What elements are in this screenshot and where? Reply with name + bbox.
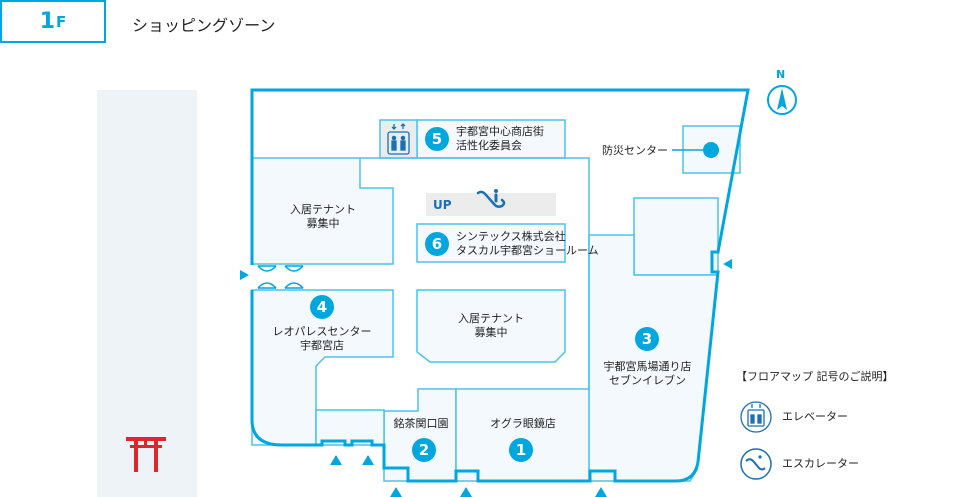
door-icons	[257, 265, 304, 289]
tenant-4[interactable]: レオパレスセンター宇都宮店	[272, 325, 372, 353]
room-vacant-center	[416, 289, 566, 363]
tenant-number-1: 1	[509, 438, 533, 462]
vacant-line1: 入居テナント	[458, 312, 524, 325]
tenant-number-6: 6	[425, 232, 449, 256]
escalator-icon	[476, 189, 506, 208]
legend-elevator-label: エレベーター	[782, 410, 848, 423]
vacant-line2: 募集中	[306, 217, 340, 230]
room-4	[251, 289, 394, 446]
tenant-number-2: 2	[412, 438, 436, 462]
entrance-arrow-icon	[330, 455, 342, 465]
tenant-6-line1: シンテックス株式会社	[456, 230, 566, 243]
entrance-arrow-icon	[723, 259, 732, 269]
entrance-arrow-icon	[460, 487, 472, 497]
room-right-upper	[633, 197, 719, 276]
tenant-5[interactable]: 宇都宮中心商店街活性化委員会	[456, 125, 544, 153]
street-strip	[97, 90, 197, 497]
tenant-number-3: 3	[635, 327, 659, 351]
vacant-tenant-center[interactable]: 入居テナント募集中	[448, 312, 534, 340]
tenant-2[interactable]: 銘茶関口園	[393, 417, 449, 430]
compass-icon	[767, 85, 797, 115]
tenant-1[interactable]: オグラ眼鏡店	[490, 417, 556, 430]
entrance-arrow-icon	[240, 270, 249, 280]
floor-suffix: F	[56, 12, 67, 31]
room-6	[416, 223, 566, 263]
escalator-up-label: UP	[433, 198, 452, 212]
elevator-icon	[387, 123, 410, 155]
tenant-5-line2: 活性化委員会	[456, 139, 522, 152]
vacant-line2: 募集中	[474, 326, 508, 339]
legend-escalator-label: エスカレーター	[782, 457, 859, 470]
disaster-center-dot	[703, 142, 719, 158]
outer-wall	[250, 88, 750, 483]
elevator-area	[379, 119, 418, 159]
tenant-3-line2: セブンイレブン	[609, 374, 686, 387]
legend-elevator-icon	[740, 401, 772, 433]
tenant-6[interactable]: シンテックス株式会社タスカル宇都宮ショールーム	[456, 230, 599, 258]
entrance-arrow-icon	[362, 455, 374, 465]
vacant-line1: 入居テナント	[290, 203, 356, 216]
room-1	[455, 388, 590, 482]
tenant-number-5: 5	[425, 127, 449, 151]
disaster-center-label: 防災センター	[602, 144, 668, 157]
legend-title: 【フロアマップ 記号のご説明】	[736, 370, 894, 383]
tenant-4-line1: レオパレスセンター	[272, 325, 372, 338]
legend-escalator-icon	[740, 448, 772, 480]
tenant-3-line1: 宇都宮馬場通り店	[603, 360, 692, 373]
floor-number: 1	[39, 9, 56, 34]
entrance-arrow-icon	[390, 487, 402, 497]
tenant-6-line2: タスカル宇都宮ショールーム	[456, 244, 599, 257]
tenant-number-4: 4	[310, 295, 334, 319]
tenant-5-line1: 宇都宮中心商店街	[456, 125, 544, 138]
vacant-tenant-left[interactable]: 入居テナント募集中	[280, 203, 366, 231]
tenant-4-line2: 宇都宮店	[300, 339, 344, 352]
escalator-band	[426, 193, 556, 216]
entrance-arrows	[240, 259, 732, 497]
zone-title: ショッピングゾーン	[132, 16, 276, 35]
entrance-arrow-icon	[595, 487, 607, 497]
tenant-3[interactable]: 宇都宮馬場通り店セブンイレブン	[590, 360, 705, 388]
compass-label: N	[776, 68, 786, 81]
torii-icon	[126, 437, 166, 472]
